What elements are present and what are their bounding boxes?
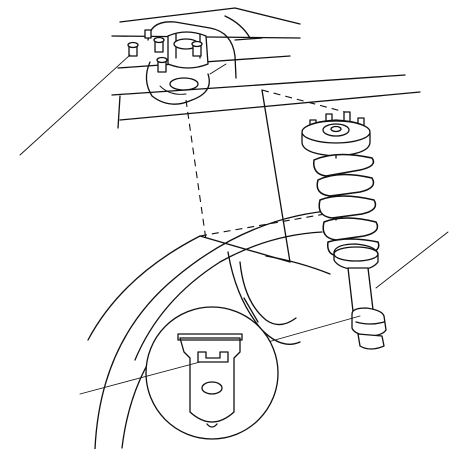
lower-bracket xyxy=(177,333,243,428)
detail-magnifier xyxy=(145,306,279,440)
mounting-nut xyxy=(156,56,168,73)
leader-line-nuts xyxy=(19,54,131,156)
leader-line-slot xyxy=(79,361,201,395)
alignment-lines xyxy=(185,89,346,263)
mounting-nut xyxy=(191,40,203,57)
mounting-nut xyxy=(153,36,165,53)
mounting-nut xyxy=(144,29,152,39)
leader-line-strut xyxy=(375,231,449,289)
leader-line-detail xyxy=(267,315,361,343)
mount-nuts-tower xyxy=(127,29,203,73)
mounting-nut xyxy=(127,41,139,57)
coil-spring xyxy=(313,153,380,257)
front-strut-assembly xyxy=(301,111,387,350)
strut-shock-absorber xyxy=(347,267,387,350)
